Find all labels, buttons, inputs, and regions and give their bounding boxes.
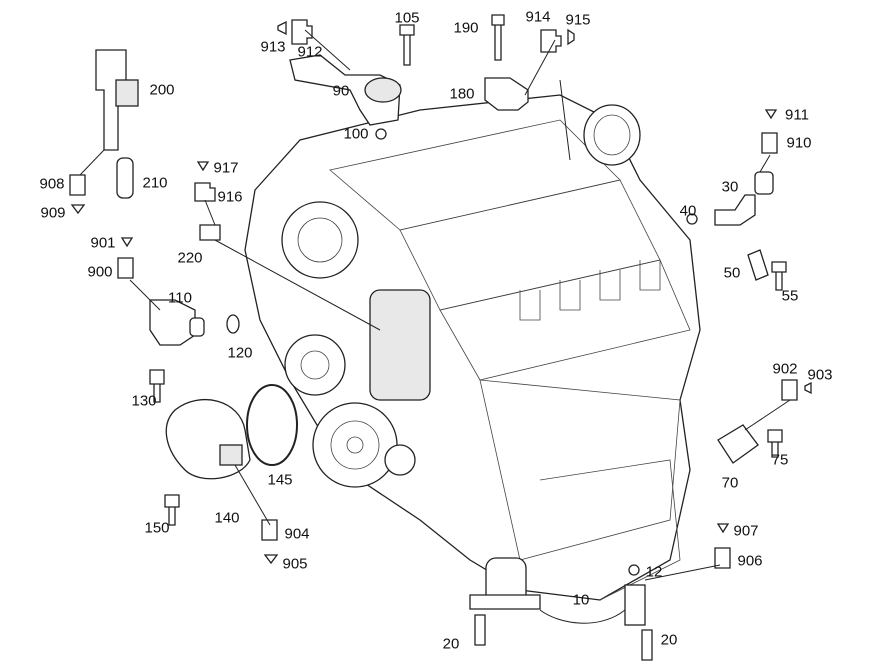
part-label-904: 904 <box>284 525 310 543</box>
part-label-180: 180 <box>449 85 475 103</box>
part-label-914: 914 <box>525 8 551 26</box>
part-label-20-right: 20 <box>660 631 678 649</box>
part-label-200: 200 <box>149 81 175 99</box>
part-label-130: 130 <box>131 392 157 410</box>
part-label-916: 916 <box>217 188 243 206</box>
part-label-913: 913 <box>260 38 286 56</box>
part-label-902: 902 <box>772 360 798 378</box>
part-label-150: 150 <box>144 519 170 537</box>
part-label-903: 903 <box>807 366 833 384</box>
part-label-110: 110 <box>168 289 192 307</box>
part-label-20-left: 20 <box>442 635 460 653</box>
part-label-70: 70 <box>721 474 739 492</box>
part-label-40: 40 <box>679 202 697 220</box>
part-label-12: 12 <box>645 563 663 581</box>
leader-lines <box>79 29 791 581</box>
connector-icons <box>69 19 812 569</box>
part-label-915: 915 <box>565 11 591 29</box>
part-label-140: 140 <box>214 509 240 527</box>
part-label-917: 917 <box>213 159 239 177</box>
part-label-100: 100 <box>343 125 369 143</box>
part-label-912: 912 <box>297 43 323 61</box>
part-label-75: 75 <box>771 451 789 469</box>
part-label-908: 908 <box>39 175 65 193</box>
part-label-910: 910 <box>786 134 812 152</box>
part-label-90: 90 <box>332 82 350 100</box>
part-label-905: 905 <box>282 555 308 573</box>
engine-block <box>244 79 701 601</box>
part-label-210: 210 <box>142 174 168 192</box>
part-label-907: 907 <box>733 522 759 540</box>
part-label-909: 909 <box>40 204 66 222</box>
part-label-55: 55 <box>781 287 799 305</box>
part-label-220: 220 <box>177 249 203 267</box>
part-label-190: 190 <box>453 19 479 37</box>
part-label-10: 10 <box>572 591 590 609</box>
part-label-50: 50 <box>723 264 741 282</box>
parts <box>95 14 787 661</box>
part-label-900: 900 <box>87 263 113 281</box>
part-label-901: 901 <box>90 234 116 252</box>
part-label-145: 145 <box>267 471 293 489</box>
part-label-911: 911 <box>785 106 809 124</box>
part-label-906: 906 <box>737 552 763 570</box>
part-label-120: 120 <box>227 344 253 362</box>
part-label-105: 105 <box>394 9 420 27</box>
part-label-30: 30 <box>721 178 739 196</box>
